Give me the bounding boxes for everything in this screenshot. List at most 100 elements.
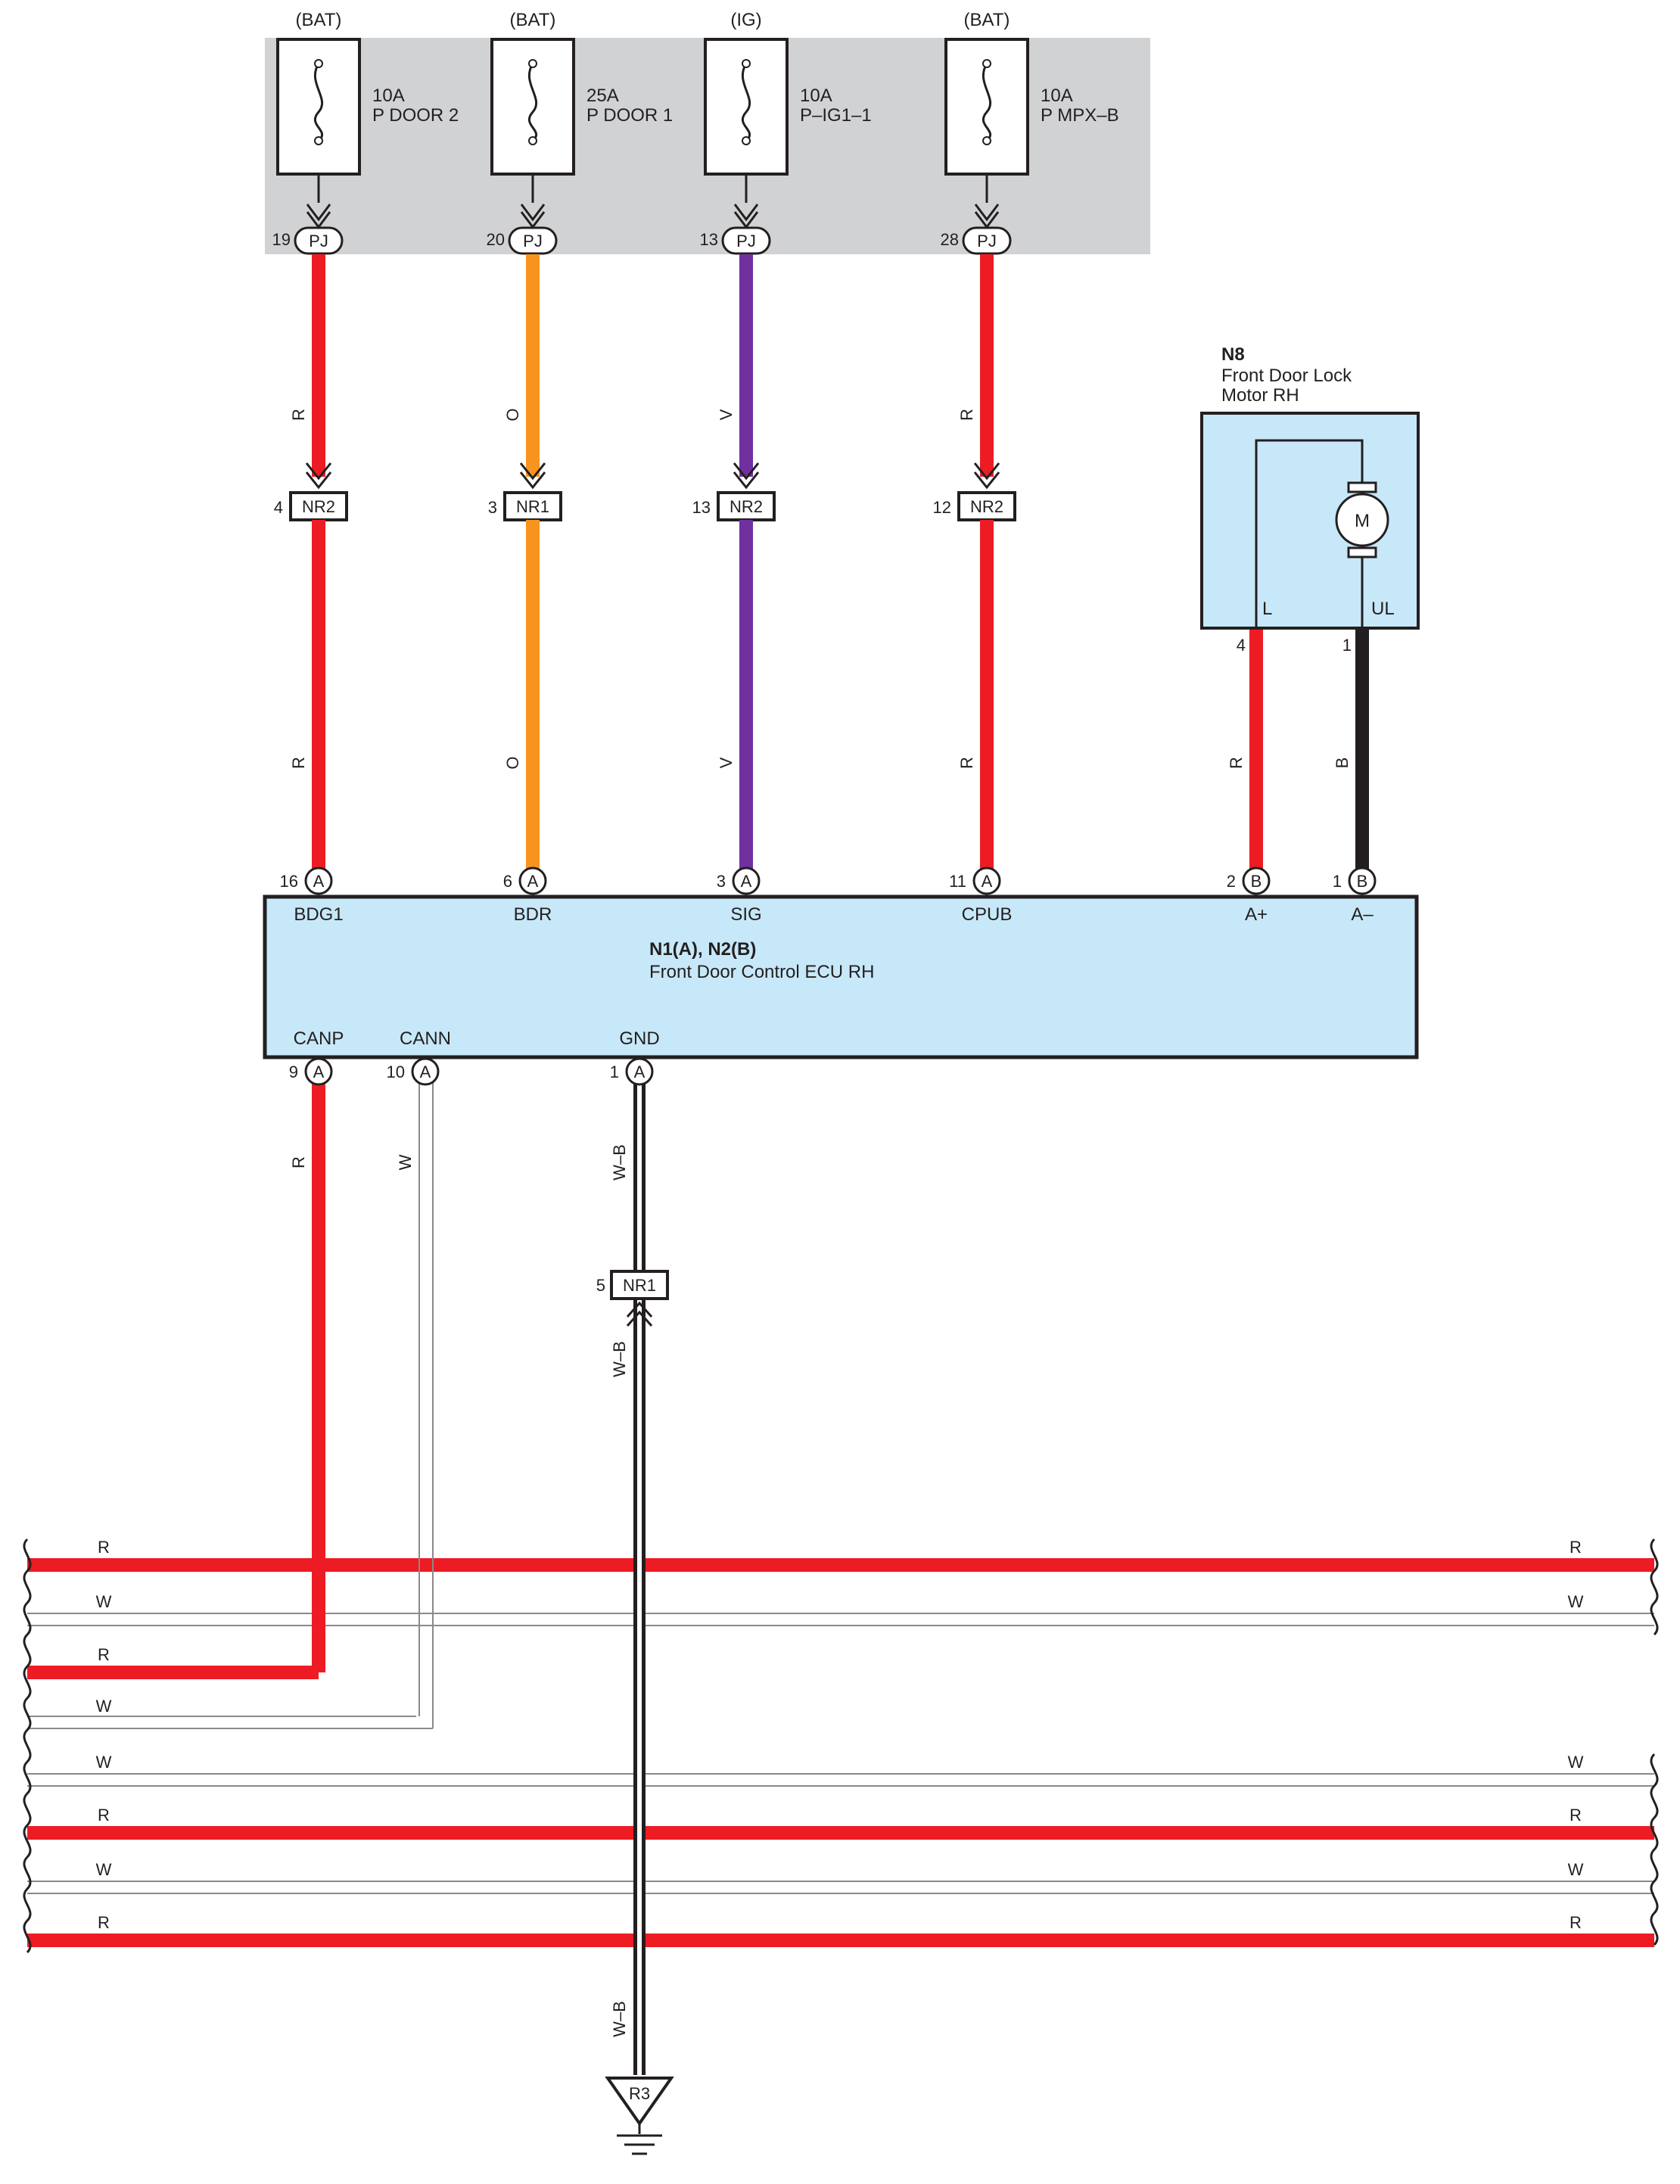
svg-text:2: 2 [1227, 872, 1236, 891]
fuse-icon [313, 63, 324, 142]
front-door-control-ecu: N1(A), N2(B) Front Door Control ECU RH B… [263, 894, 1419, 1059]
pin-number: 3 [488, 498, 497, 517]
motor-title-line2: Motor RH [1221, 385, 1299, 406]
svg-text:10: 10 [387, 1062, 405, 1081]
pin-number: 19 [272, 230, 291, 249]
motor-code: N8 [1221, 344, 1245, 365]
motor-title-line1: Front Door Lock [1221, 366, 1352, 386]
motor-pin-ul: 1 [1342, 636, 1352, 655]
connector-nr2-4: 4 NR2 [274, 491, 348, 521]
connector-nr1-5: 5 NR1 [596, 1270, 669, 1327]
ground-label: R3 [629, 2084, 650, 2103]
svg-text:1: 1 [610, 1062, 619, 1081]
bus-label-right: W [1568, 1753, 1584, 1772]
svg-text:A: A [982, 872, 993, 891]
svg-text:A: A [313, 872, 325, 891]
fuse-name: P DOOR 2 [372, 105, 459, 126]
bus-lines [27, 1558, 1654, 1947]
ecu-terminal-a-plus: A+ [1245, 904, 1268, 925]
wire-color-label: B [1333, 758, 1352, 769]
fuse-rating: 10A [800, 86, 832, 106]
pin-number: 5 [596, 1276, 605, 1295]
pin-number: 20 [487, 230, 505, 249]
fuse-icon [527, 63, 538, 142]
wire-color-label: V [717, 409, 736, 420]
bus-label-left: W [96, 1592, 112, 1611]
fuse-supply-label: (BAT) [296, 10, 342, 30]
wire-color-label: W [396, 1154, 415, 1170]
fuse-rating: 10A [1041, 86, 1073, 106]
arrow-down-icon [520, 204, 546, 222]
fuse-supply-label: (BAT) [964, 10, 1010, 30]
bus-label-right: R [1570, 1538, 1582, 1557]
arrow-down-icon [306, 204, 331, 222]
ground-point-r3: R3 [605, 2077, 674, 2155]
ecu-terminal-bdr: BDR [514, 904, 552, 925]
bus-label-left: W [96, 1697, 112, 1716]
wire-color-label: R [289, 409, 308, 421]
connector-code: PJ [736, 232, 756, 250]
arrow-up-icon [626, 1301, 653, 1318]
fuse-name: P MPX–B [1041, 105, 1119, 126]
bus-label-right: R [1570, 1806, 1582, 1825]
connector-code: NR2 [970, 497, 1003, 516]
connector-nr2-13: 13 NR2 [692, 491, 776, 521]
wire-color-label: R [289, 757, 308, 769]
bus-label-left: R [98, 1806, 110, 1825]
wire-color-label: W–B [610, 2001, 629, 2037]
ecu-terminal-a-minus: A– [1351, 904, 1374, 925]
fuse-icon [741, 63, 751, 142]
ecu-bottom-pins: 9 A 10 A 1 A [289, 1057, 654, 1086]
fuse-rating: 25A [586, 86, 619, 106]
connector-code: NR1 [516, 497, 549, 516]
motor-pin-ul-label: UL [1371, 599, 1395, 619]
svg-text:B: B [1251, 872, 1262, 891]
svg-text:9: 9 [289, 1062, 298, 1081]
ecu-terminal-cpub: CPUB [962, 904, 1013, 925]
fuse-p-mpx-b: (BAT) 10A P MPX–B 28 PJ [941, 10, 1119, 255]
connector-code: NR2 [730, 497, 763, 516]
bus-label-left: R [98, 1913, 110, 1932]
wire-color-label: R [1227, 757, 1246, 769]
svg-text:6: 6 [503, 872, 512, 891]
arrow-down-icon [733, 204, 759, 222]
ecu-top-pins: 16 A 6 A 3 A 11 A 2 B 1 B [280, 866, 1377, 895]
wire-color-label: W–B [610, 1144, 629, 1181]
wire-color-label: R [957, 757, 976, 769]
fuse-rating: 10A [372, 86, 405, 106]
break-marks [23, 1538, 1659, 1954]
connector-code: NR1 [623, 1276, 656, 1295]
wire-color-label: V [717, 757, 736, 768]
fuse-name: P DOOR 1 [586, 105, 673, 126]
svg-text:A: A [313, 1062, 325, 1081]
svg-text:16: 16 [280, 872, 298, 891]
ecu-terminal-bdg1: BDG1 [294, 904, 343, 925]
wire-color-label: O [503, 408, 522, 421]
connector-code: PJ [309, 232, 328, 250]
bus-label-left: W [96, 1753, 112, 1772]
ecu-name: Front Door Control ECU RH [649, 962, 874, 982]
fuse-icon [982, 63, 992, 142]
fuse-supply-label: (BAT) [510, 10, 556, 30]
pin-number: 28 [941, 230, 959, 249]
wire-color-label: W–B [610, 1341, 629, 1377]
motor-icon [1335, 493, 1389, 547]
fuse-p-ig1-1: (IG) 10A P–IG1–1 13 PJ [700, 10, 872, 255]
motor-pin-l: 4 [1237, 636, 1246, 655]
svg-text:A: A [741, 872, 752, 891]
ecu-terminal-cann: CANN [400, 1028, 451, 1049]
svg-text:3: 3 [717, 872, 726, 891]
fuse-p-door-1: (BAT) 25A P DOOR 1 20 PJ [487, 10, 673, 255]
bus-label-left: R [98, 1645, 110, 1664]
svg-text:1: 1 [1333, 872, 1342, 891]
svg-text:A: A [527, 872, 539, 891]
bus-label-left: R [98, 1538, 110, 1557]
connector-nr1-3: 3 NR1 [488, 491, 562, 521]
wire-color-label: O [503, 756, 522, 769]
pin-number: 13 [692, 498, 711, 517]
motor-pin-l-label: L [1262, 599, 1272, 619]
door-lock-motor-n8: N8 Front Door Lock Motor RH M L UL 4 1 [1200, 344, 1420, 655]
bus-label-right: W [1568, 1860, 1584, 1879]
wire-color-label: R [957, 409, 976, 421]
fuse-supply-label: (IG) [730, 10, 761, 30]
